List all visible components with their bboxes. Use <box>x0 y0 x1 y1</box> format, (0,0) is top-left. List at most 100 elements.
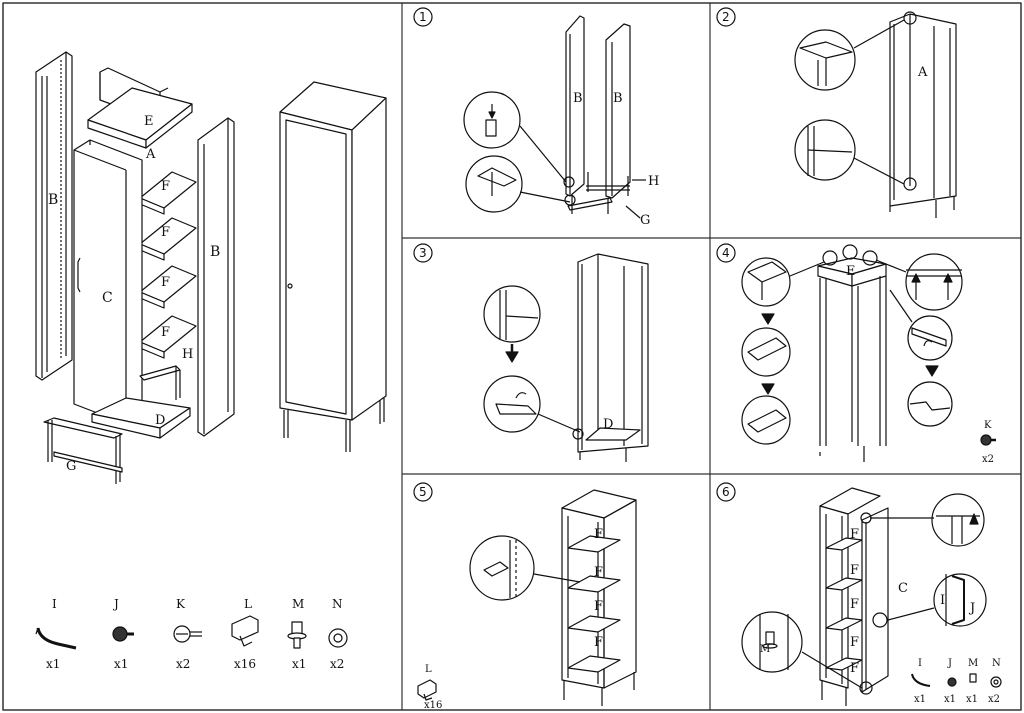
label-e: E <box>144 114 154 129</box>
step-1-panels <box>565 15 631 214</box>
step-6-label-f-2: F <box>850 563 859 578</box>
hw-qty-k: x2 <box>176 657 190 671</box>
label-f-2: F <box>161 225 170 240</box>
hardware-icons <box>35 615 348 650</box>
leg-base <box>43 417 123 484</box>
step-6-mini-hw-n-qty: x2 <box>988 694 1000 705</box>
label-b-left: B <box>48 192 58 208</box>
step-5-panel <box>413 482 637 706</box>
label-c: C <box>102 290 113 306</box>
step-6-mini-hw-m-letter: M <box>968 658 978 669</box>
step-1-detail-top <box>463 91 567 183</box>
step-5-label-l: L <box>425 664 432 675</box>
step-4-detail-right-3 <box>907 381 953 427</box>
step-6-mini-hw-i-qty: x1 <box>914 694 926 705</box>
step-3-badge <box>413 243 433 263</box>
step-4-part-letter: K <box>984 420 992 431</box>
side-panel-left <box>35 51 73 381</box>
step-6-detail-handle <box>887 573 987 627</box>
step-5-badge <box>413 482 433 502</box>
hw-qty-i: x1 <box>46 657 60 671</box>
step-6-detail-top <box>870 493 985 547</box>
step-6-label-j: J <box>968 601 975 616</box>
hw-qty-m: x1 <box>292 657 306 671</box>
arrow-down-icon <box>761 383 775 395</box>
step-6-mini-hw-i-letter: I <box>918 658 922 669</box>
screw-j-icon <box>112 626 134 642</box>
hw-letter-n: N <box>332 597 343 611</box>
step-4-part-qty: x2 <box>982 454 994 465</box>
step-4-number: 4 <box>722 246 730 260</box>
step-6-label-i: I <box>940 593 945 608</box>
step-1-detail-bottom <box>465 155 571 213</box>
step-6-label-f-5: F <box>850 661 859 676</box>
step-1-panel <box>413 7 646 219</box>
step-6-panel <box>716 482 1002 706</box>
step-5-label-f-1: F <box>594 527 603 542</box>
step-2-frame <box>889 13 957 218</box>
step-4-detail-left-3 <box>741 395 791 445</box>
label-g: G <box>66 459 76 474</box>
step-1-badge <box>413 7 433 27</box>
step-5-number: 5 <box>419 485 427 499</box>
hw-qty-n: x2 <box>330 657 344 671</box>
hinge-pin-icon <box>287 621 307 649</box>
step-4-badge <box>716 243 736 263</box>
step-5-shelf-clip-icon <box>417 679 437 701</box>
step-3-detail-top <box>483 285 541 343</box>
hw-letter-j: J <box>112 597 119 611</box>
step-4-detail-left-1 <box>741 257 791 307</box>
step-1-label-h: H <box>648 174 659 189</box>
step-6-label-f-1: F <box>850 527 859 542</box>
label-h: H <box>182 347 193 362</box>
label-a: A <box>145 147 156 162</box>
step-4-detail-right-2 <box>907 315 953 361</box>
step-6-mini-hardware <box>911 673 1002 688</box>
arrow-down-icon <box>925 365 939 377</box>
step-5-detail <box>469 535 581 601</box>
handle-icon <box>35 627 77 650</box>
label-d: D <box>155 413 165 428</box>
step-6-label-f-4: F <box>850 635 859 650</box>
top-panel <box>87 87 193 149</box>
step-6-mini-hw-j-letter: J <box>947 658 952 669</box>
step-4-screw-k-icon <box>980 434 996 446</box>
washer-icon <box>328 628 348 648</box>
step-3-label-d: D <box>603 417 613 432</box>
step-1-label-g: G <box>640 213 650 228</box>
step-6-label-m: M <box>760 644 770 655</box>
exploded-view <box>35 51 235 484</box>
step-3-detail-bottom <box>483 375 581 433</box>
step-1-label-b-2: B <box>613 91 623 106</box>
step-4-label-e: E <box>846 264 856 279</box>
label-f-3: F <box>161 275 170 290</box>
door-panel <box>73 139 143 425</box>
hw-letter-m: M <box>292 597 304 611</box>
label-f-1: F <box>161 179 170 194</box>
assembled-cabinet <box>279 81 387 452</box>
step-6-number: 6 <box>722 485 730 499</box>
step-1-number: 1 <box>419 10 427 24</box>
step-6-mini-hw-n-letter: N <box>992 658 1001 669</box>
hw-letter-l: L <box>244 597 252 611</box>
step-4-detail-right-1 <box>905 253 963 311</box>
screw-k-icon <box>173 625 202 643</box>
step-2-label-a: A <box>917 65 928 80</box>
step-5-part-qty: x16 <box>424 700 442 711</box>
step-6-mini-hw-j-qty: x1 <box>944 694 956 705</box>
crossbar <box>139 365 181 400</box>
step-4-detail-left-2 <box>741 327 791 377</box>
step-3-frame <box>577 253 649 462</box>
step-5-label-f-3: F <box>594 599 603 614</box>
label-f-4: F <box>161 325 170 340</box>
shelf-clip-icon <box>231 615 259 647</box>
step-1-label-b-1: B <box>573 91 583 106</box>
step-6-cabinet <box>819 487 889 706</box>
side-panel-right <box>197 117 235 437</box>
step-5-label-f-2: F <box>594 565 603 580</box>
step-2-detail-top <box>794 19 905 91</box>
step-4-frame <box>817 257 887 462</box>
